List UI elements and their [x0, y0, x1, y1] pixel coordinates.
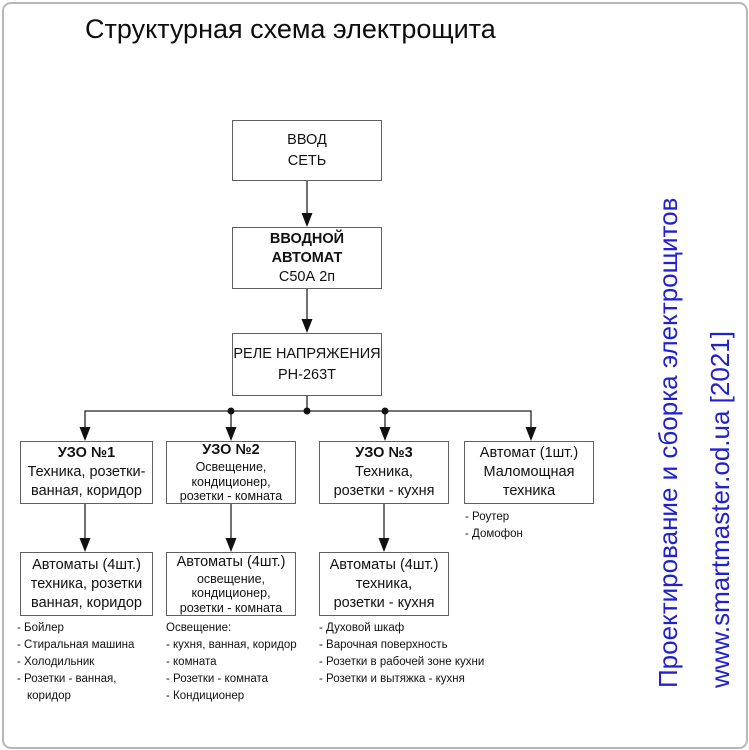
credit-line-2: www.smartmaster.od.ua [2021] [705, 331, 735, 688]
node-line: АВТОМАТ [271, 249, 343, 266]
node-line: Автоматы (4шт.) [176, 553, 286, 570]
list-item: - Варочная поверхность [319, 639, 448, 651]
node-line: кондиционер, [191, 586, 271, 601]
node-uzo2: УЗО №2 Освещение, кондиционер, розетки -… [166, 441, 296, 504]
list-item-continuation: коридор [27, 690, 71, 702]
list-single-breaker-loads: - Роутер - Домофон [465, 509, 523, 543]
node-line: кондиционер, [191, 474, 271, 489]
node-line: Автоматы (4шт.) [329, 556, 439, 573]
page-title: Структурная схема электрощита [85, 14, 496, 44]
node-line: С50А 2п [278, 268, 336, 285]
node-breakers1: Автоматы (4шт.) техника, розетки ванная,… [20, 552, 153, 616]
list-item: - кухня, ванная, коридор [166, 639, 297, 651]
node-input: ВВОД СЕТЬ [232, 120, 382, 181]
node-uzo3: УЗО №3 Техника, розетки - кухня [319, 441, 449, 504]
node-uzo1: УЗО №1 Техника, розетки- ванная, коридор [20, 441, 153, 504]
node-line: ВВОДНОЙ [269, 230, 345, 247]
node-main-breaker: ВВОДНОЙ АВТОМАТ С50А 2п [232, 227, 382, 289]
node-line: УЗО №3 [355, 445, 413, 461]
node-line: СЕТЬ [287, 152, 327, 169]
credit-line-1: Проектирование и сборка электрощитов [653, 197, 683, 688]
list-item: - комната [166, 656, 217, 668]
node-line: розетки - комната [179, 489, 283, 504]
list-item: - Холодильник [17, 656, 95, 668]
node-breakers3: Автоматы (4шт.) техника, розетки - кухня [319, 552, 449, 616]
node-line: УЗО №2 [202, 442, 260, 459]
list-item: - Розетки - комната [166, 673, 269, 685]
node-line: Техника, [355, 464, 413, 480]
node-breakers2: Автоматы (4шт.) освещение, кондиционер, … [166, 552, 296, 616]
list-item: Освещение: [166, 622, 232, 634]
node-line: техника, розетки [30, 575, 143, 592]
node-voltage-relay: РЕЛЕ НАПРЯЖЕНИЯ РН-263Т [232, 333, 382, 396]
arrowheads [79, 213, 537, 552]
list-item: - Роутер [465, 511, 510, 523]
node-line: УЗО №1 [57, 445, 116, 461]
node-line: Маломощная [483, 464, 575, 480]
list-item: - Духовой шкаф [319, 622, 405, 634]
list-item: - Бойлер [17, 622, 64, 634]
node-line: ванная, коридор [31, 594, 142, 611]
node-line: ванная, коридор [31, 483, 142, 499]
node-line: техника [502, 483, 556, 499]
list-item: - Домофон [465, 528, 523, 540]
node-line: Автоматы (4шт.) [32, 556, 141, 573]
node-line: Освещение, [195, 460, 267, 475]
node-line: освещение, [196, 571, 266, 586]
node-line: РЕЛЕ НАПРЯЖЕНИЯ [233, 345, 381, 362]
credit-text: Проектирование и сборка электрощитов www… [642, 128, 746, 688]
node-line: розетки - кухня [333, 483, 435, 499]
list-item: - Кондиционер [166, 690, 245, 702]
list-item: - Розетки и вытяжка - кухня [319, 673, 465, 685]
junction-dots [227, 407, 389, 415]
list-breakers2-loads: Освещение: - кухня, ванная, коридор - ко… [166, 620, 297, 705]
node-line: розетки - кухня [333, 594, 435, 611]
node-line: РН-263Т [277, 366, 337, 383]
list-item: - Розетки в рабочей зоне кухни [319, 656, 485, 668]
list-breakers1-loads: - Бойлер - Стиральная машина - Холодильн… [17, 620, 134, 705]
list-item: - Розетки - ванная, [17, 673, 117, 685]
list-item: - Стиральная машина [17, 639, 135, 651]
node-line: техника, [355, 575, 413, 592]
node-line: Техника, розетки- [27, 464, 146, 480]
node-single-breaker: Автомат (1шт.) Маломощная техника [464, 441, 594, 504]
node-line: Автомат (1шт.) [479, 445, 579, 461]
node-line: ВВОД [287, 131, 327, 148]
list-breakers3-loads: - Духовой шкаф - Варочная поверхность - … [319, 620, 484, 688]
node-line: розетки - комната [179, 600, 283, 615]
